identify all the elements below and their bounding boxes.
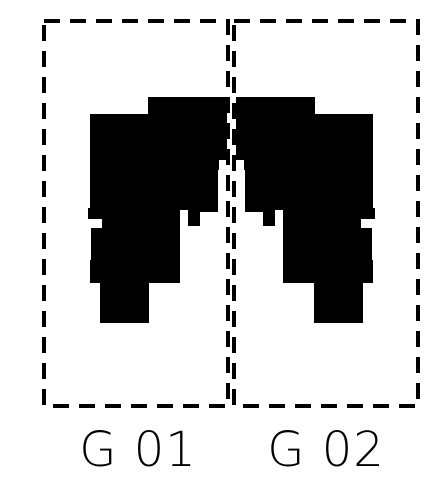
floor-plan-g01 — [88, 97, 227, 323]
floor-plan-g02 — [236, 97, 375, 323]
unit-label-g01: G 01 — [48, 420, 228, 480]
unit-label-g02: G 02 — [236, 420, 416, 480]
